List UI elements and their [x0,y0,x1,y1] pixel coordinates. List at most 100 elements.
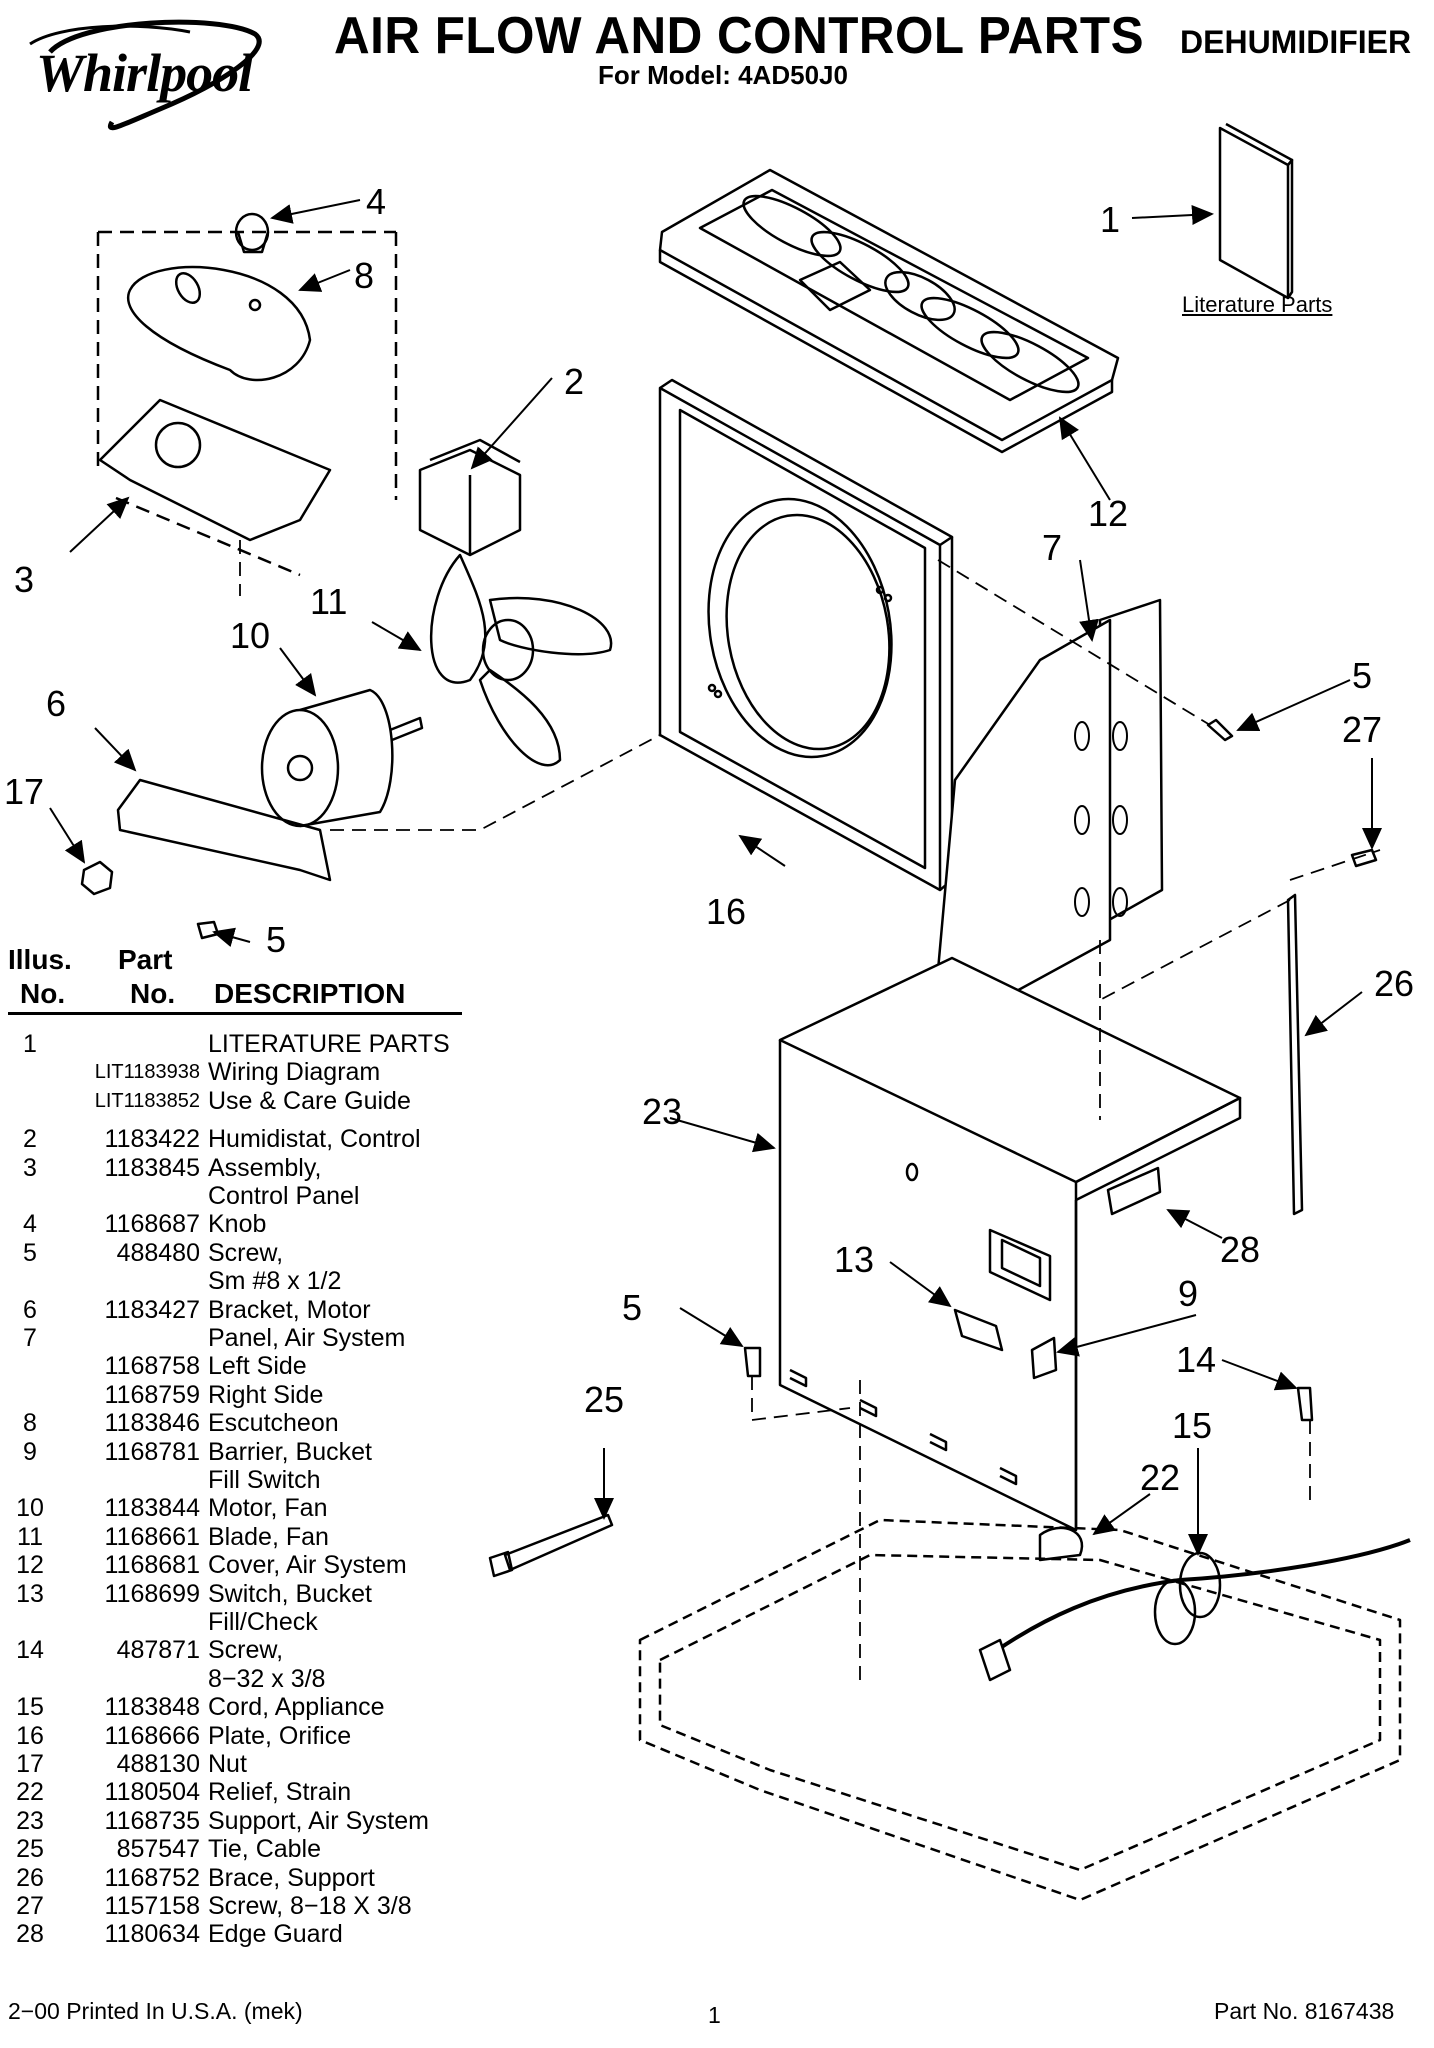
part-number: 1157158 [104,1892,200,1920]
product-category: DEHUMIDIFIER [1180,24,1412,60]
part-description: Escutcheon [208,1409,339,1438]
callout-12: 12 [1088,493,1128,534]
control-panel-part [96,230,398,577]
callout-7: 7 [1042,527,1062,568]
table-row: 27 1157158 Screw, 8−18 X 3/8 [0,1892,480,1920]
part-description: Barrier, Bucket [208,1437,372,1466]
part-number: 1168666 [104,1721,200,1750]
part-description: Brace, Support [208,1863,375,1892]
part-number: 488130 [116,1750,200,1778]
part-number: LIT1183852 [94,1089,200,1112]
brace-support-part [1286,893,1304,1216]
callout-10: 10 [230,615,270,656]
callout-23: 23 [642,1091,682,1132]
part-number: 1168687 [104,1210,200,1239]
callout-16: 16 [706,891,746,932]
part-description: Screw, 8−18 X 3/8 [208,1892,412,1920]
callout-9: 9 [1178,1273,1198,1314]
callout-6: 6 [46,683,66,724]
part-description: Use & Care Guide [208,1086,411,1115]
page-title: AIR FLOW AND CONTROL PARTS [334,7,1145,65]
base-tray-part [638,1518,1402,1902]
header-description: DESCRIPTION [214,978,406,1009]
edge-guard-part [1106,1166,1162,1216]
part-description: Wiring Diagram [208,1058,381,1087]
callout-4: 4 [366,181,386,222]
part-description: Cover, Air System [208,1551,407,1580]
screw-5-left-part [196,920,220,940]
part-description: Humidistat, Control [208,1125,421,1154]
whirlpool-logo-swoosh [29,19,262,131]
table-row: LIT1183852 Use & Care Guide [0,1087,480,1115]
illus-number: 2 [23,1125,37,1154]
escutcheon-part [127,265,312,382]
illus-number: 28 [16,1920,44,1949]
part-description: Plate, Orifice [208,1721,352,1750]
motor-bracket-part [116,778,332,882]
header-illus-line1: Illus. [8,944,72,975]
illus-number: 4 [23,1210,37,1239]
callout-3: 3 [14,559,34,600]
part-number: 1183844 [104,1494,200,1523]
illus-number: 22 [16,1778,44,1807]
part-number: 1168758 [104,1352,200,1381]
humidistat-part [418,438,522,557]
part-description: Cord, Appliance [208,1693,385,1722]
illus-number: 3 [23,1153,37,1182]
callout-28: 28 [1220,1229,1260,1270]
callout-1: 1 [1100,199,1120,240]
callout-26: 26 [1374,963,1414,1004]
illus-number: 7 [23,1324,37,1352]
callout-15: 15 [1172,1405,1212,1446]
part-number: 1168759 [104,1380,200,1409]
barrier-part [1030,1336,1058,1380]
footer-print-info: 2−00 Printed In U.S.A. (mek) [8,1998,303,2024]
part-number: 1168752 [104,1863,200,1892]
part-description: Panel, Air System [208,1324,406,1352]
illus-number: 12 [16,1551,44,1580]
callout-5-mid: 5 [622,1287,642,1328]
part-description: 8−32 x 3/8 [208,1664,326,1693]
part-number: 487871 [116,1636,200,1665]
nut-part [80,860,114,896]
part-description: Tie, Cable [208,1835,322,1864]
illus-number: 16 [16,1721,44,1750]
part-description: Relief, Strain [208,1778,352,1807]
illus-number: 25 [16,1835,44,1864]
illus-number: 27 [16,1892,44,1920]
illus-number: 11 [17,1522,43,1551]
part-description: Sm #8 x 1/2 [208,1267,342,1296]
bucket-switch-part [953,1308,1004,1352]
brand-logo: Whirlpool [36,43,253,103]
illus-number: 5 [23,1238,37,1267]
cable-tie-part [503,1513,614,1572]
fan-motor-part [260,688,424,828]
illus-number: 10 [16,1494,44,1523]
part-description: Screw, [208,1238,284,1267]
part-description: Motor, Fan [208,1494,328,1523]
callout-2: 2 [564,361,584,402]
part-number: 857547 [116,1835,200,1864]
table-row: Control Panel [0,1182,480,1210]
screw-27-part [1350,848,1378,868]
orifice-plate-part [658,378,954,892]
table-row: Fill Switch [0,1466,480,1494]
exploded-parts-diagram: 1 2 3 4 5 5 5 6 7 8 9 10 11 12 13 14 15 … [4,122,1414,1902]
illus-number: 9 [23,1437,37,1466]
callout-5-right: 5 [1352,655,1372,696]
callout-14: 14 [1176,1339,1216,1380]
part-number: 1183845 [104,1153,200,1182]
fan-blade-part [429,553,613,767]
